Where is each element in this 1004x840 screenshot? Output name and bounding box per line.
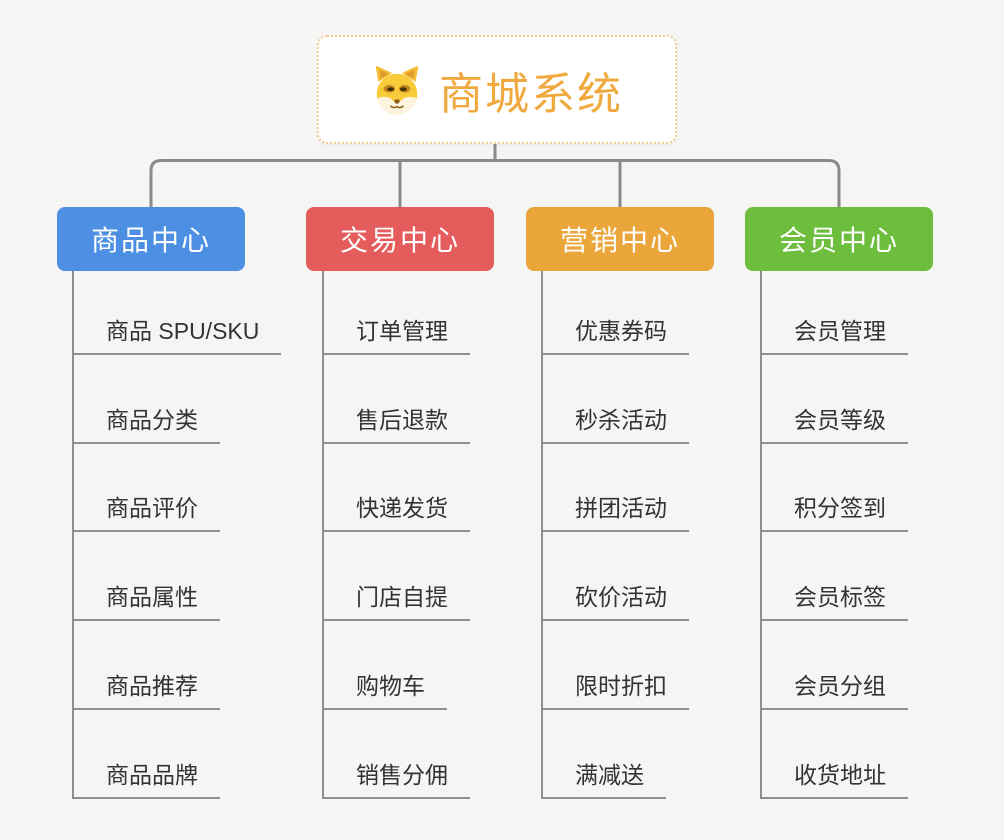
branch-marketing-center[interactable]: 营销中心 [526,207,714,271]
branch-product-center[interactable]: 商品中心 [57,207,245,271]
leaf-topic[interactable]: 商品评价 [74,489,220,533]
leaf-topic[interactable]: 秒杀活动 [543,401,689,444]
leaf-topic[interactable]: 积分签到 [762,489,908,533]
branch-label: 商品中心 [90,225,211,256]
leaf-topic[interactable]: 拼团活动 [543,489,689,533]
leaf-topic[interactable]: 优惠券码 [543,312,689,355]
leaf-topic[interactable]: 订单管理 [324,312,470,355]
leaf-topic[interactable]: 会员等级 [762,401,908,444]
branch-label: 交易中心 [339,225,460,256]
member-center-children: 会员管理 会员等级 积分签到 会员标签 会员分组 收货地址 [760,266,908,799]
branch-trade-center[interactable]: 交易中心 [306,207,494,271]
trade-center-children: 订单管理 售后退款 快递发货 门店自提 购物车 销售分佣 [322,266,470,799]
leaf-topic[interactable]: 商品分类 [74,401,220,444]
shiba-dog-icon [375,65,419,114]
branch-member-center[interactable]: 会员中心 [745,207,933,271]
leaf-topic[interactable]: 商品品牌 [74,756,220,799]
product-center-children: 商品 SPU/SKU 商品分类 商品评价 商品属性 商品推荐 商品品牌 [72,266,282,799]
leaf-topic[interactable]: 砍价活动 [543,578,689,622]
leaf-topic[interactable]: 销售分佣 [324,756,470,799]
leaf-topic[interactable]: 满减送 [543,756,666,799]
root-title: 商城系统 [439,69,623,119]
leaf-topic[interactable]: 门店自提 [324,578,470,622]
leaf-topic[interactable]: 快递发货 [324,489,470,533]
leaf-topic[interactable]: 商品属性 [74,578,220,622]
leaf-topic[interactable]: 会员标签 [762,578,908,622]
leaf-topic[interactable]: 限时折扣 [543,667,689,710]
leaf-topic[interactable]: 购物车 [324,667,447,710]
leaf-topic[interactable]: 会员分组 [762,667,908,710]
leaf-topic[interactable]: 商品 SPU/SKU [74,312,282,355]
leaf-topic[interactable]: 商品推荐 [74,667,220,710]
branch-label: 营销中心 [559,225,680,256]
leaf-topic[interactable]: 售后退款 [324,401,470,444]
marketing-center-children: 优惠券码 秒杀活动 拼团活动 砍价活动 限时折扣 满减送 [541,266,689,799]
leaf-topic[interactable]: 收货地址 [762,756,908,799]
leaf-topic[interactable]: 会员管理 [762,312,908,355]
root-node[interactable]: 商城系统 [317,35,677,144]
branch-label: 会员中心 [778,225,899,256]
